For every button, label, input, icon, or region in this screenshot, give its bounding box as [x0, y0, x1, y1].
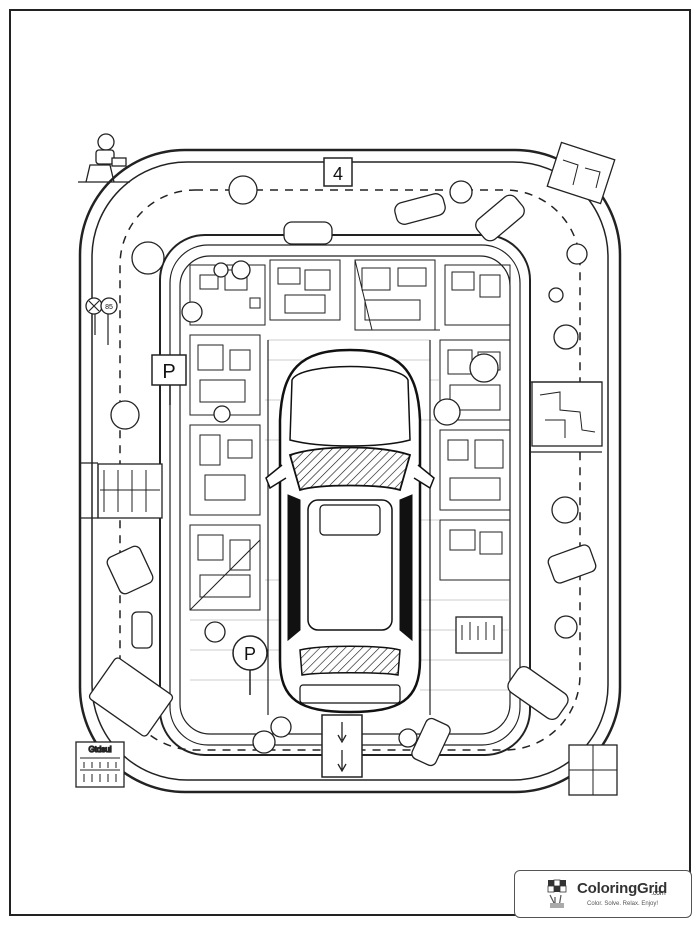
- building-panel-left: [97, 463, 163, 519]
- legend-board-title: Gtdsul: [88, 745, 111, 754]
- small-car: [394, 193, 446, 225]
- main-car: [265, 348, 435, 714]
- brand-domain: .com: [651, 890, 666, 897]
- map-panel-right: [531, 381, 603, 447]
- car-hood: [289, 365, 411, 447]
- parking-sign-left: P: [151, 354, 187, 405]
- car-left-mirror: [265, 464, 287, 490]
- small-car: [283, 221, 333, 245]
- number-sign-label: 4: [333, 164, 343, 184]
- road-signs-left: 85: [85, 297, 118, 345]
- small-car: [131, 611, 153, 649]
- car-right-mirror: [413, 464, 435, 490]
- small-car: [547, 544, 597, 584]
- brand-logo-icon: [547, 879, 567, 908]
- speed-sign-label: 85: [105, 304, 113, 311]
- fountain-icon: [455, 616, 503, 654]
- small-car: [507, 665, 569, 721]
- small-car: [88, 657, 174, 737]
- parking-bay: [267, 340, 431, 715]
- side-panels: [80, 381, 603, 519]
- car-rear-window: [299, 645, 401, 676]
- number-sign-top: 4: [323, 157, 353, 187]
- page-frame: [9, 9, 691, 916]
- brand-tagline: Color. Solve. Relax. Enjoy!: [587, 901, 659, 907]
- car-windshield: [288, 446, 412, 492]
- brand-name-text: ColoringGrid: [577, 880, 668, 897]
- parking-sign-bottom: P: [232, 635, 268, 695]
- small-car: [411, 717, 451, 767]
- track-icons: [110, 175, 588, 754]
- map-card-top-right: [546, 141, 616, 205]
- small-car: [106, 545, 154, 595]
- parking-sign-left-label: P: [162, 361, 175, 383]
- car-right-window: [399, 494, 413, 642]
- lane-arrows-bottom: [321, 714, 363, 778]
- parking-sign-bottom-label: P: [244, 644, 256, 664]
- brand-badge: ColoringGrid.com Color. Solve. Relax. En…: [514, 870, 692, 918]
- corner-decor: Gtdsul: [75, 133, 618, 796]
- car-roof: [307, 499, 393, 631]
- city-block-right: [354, 259, 511, 581]
- mascot-top-left: [78, 133, 130, 183]
- brand-name: ColoringGrid.com: [577, 880, 681, 897]
- small-cars: [88, 193, 597, 767]
- small-car: [475, 194, 525, 242]
- car-left-window: [287, 494, 301, 642]
